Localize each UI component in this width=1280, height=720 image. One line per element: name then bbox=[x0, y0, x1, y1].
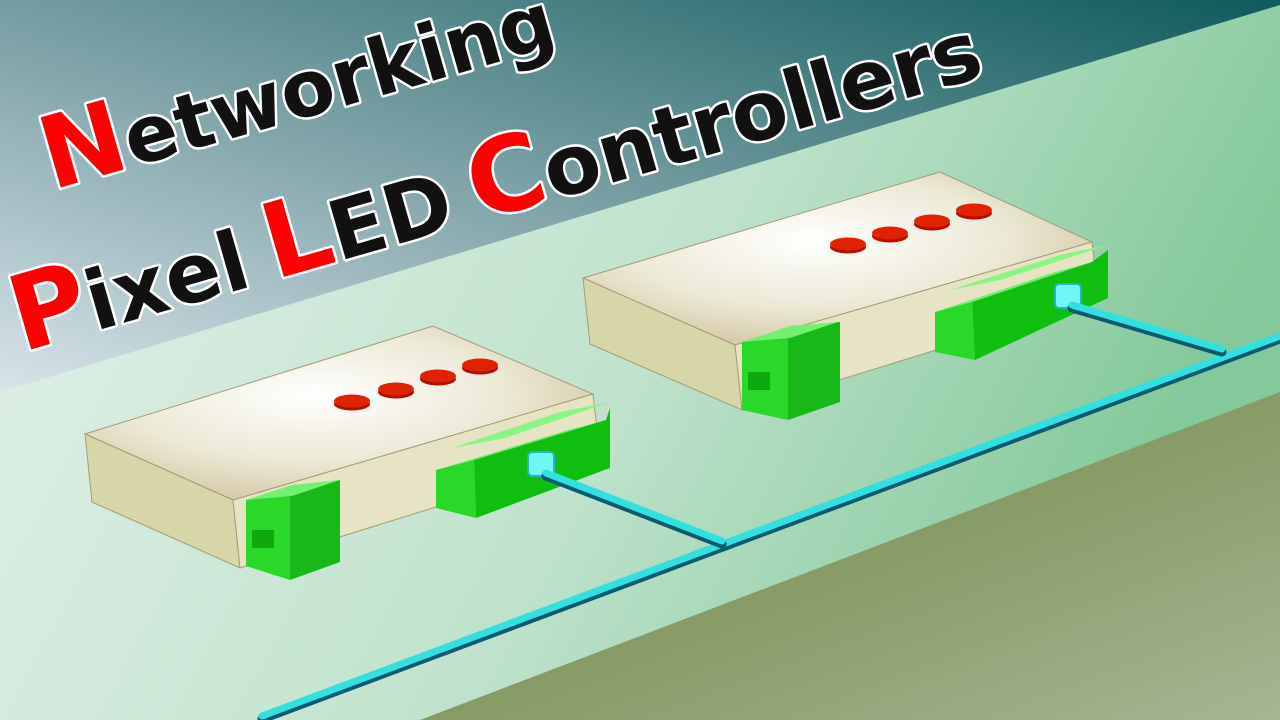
controller-right bbox=[581, 171, 1108, 420]
led bbox=[914, 214, 950, 228]
drop-cable-left bbox=[541, 469, 727, 549]
led bbox=[462, 358, 498, 372]
led bbox=[420, 369, 456, 383]
power-connector bbox=[742, 322, 840, 420]
ethernet-jack bbox=[935, 245, 1108, 360]
led bbox=[378, 382, 414, 396]
floor bbox=[420, 392, 1280, 720]
drop-cable-right bbox=[1067, 301, 1227, 357]
led-row bbox=[830, 203, 992, 254]
led bbox=[334, 394, 370, 408]
title-initial-l: L bbox=[248, 168, 345, 304]
power-connector bbox=[246, 480, 340, 580]
led bbox=[956, 203, 992, 217]
ethernet-jack bbox=[436, 402, 610, 518]
title-banner bbox=[0, 0, 1280, 392]
led bbox=[830, 237, 866, 251]
network-cable bbox=[257, 332, 1280, 720]
led-row bbox=[334, 358, 498, 411]
led bbox=[872, 226, 908, 240]
controller-left bbox=[83, 325, 610, 580]
